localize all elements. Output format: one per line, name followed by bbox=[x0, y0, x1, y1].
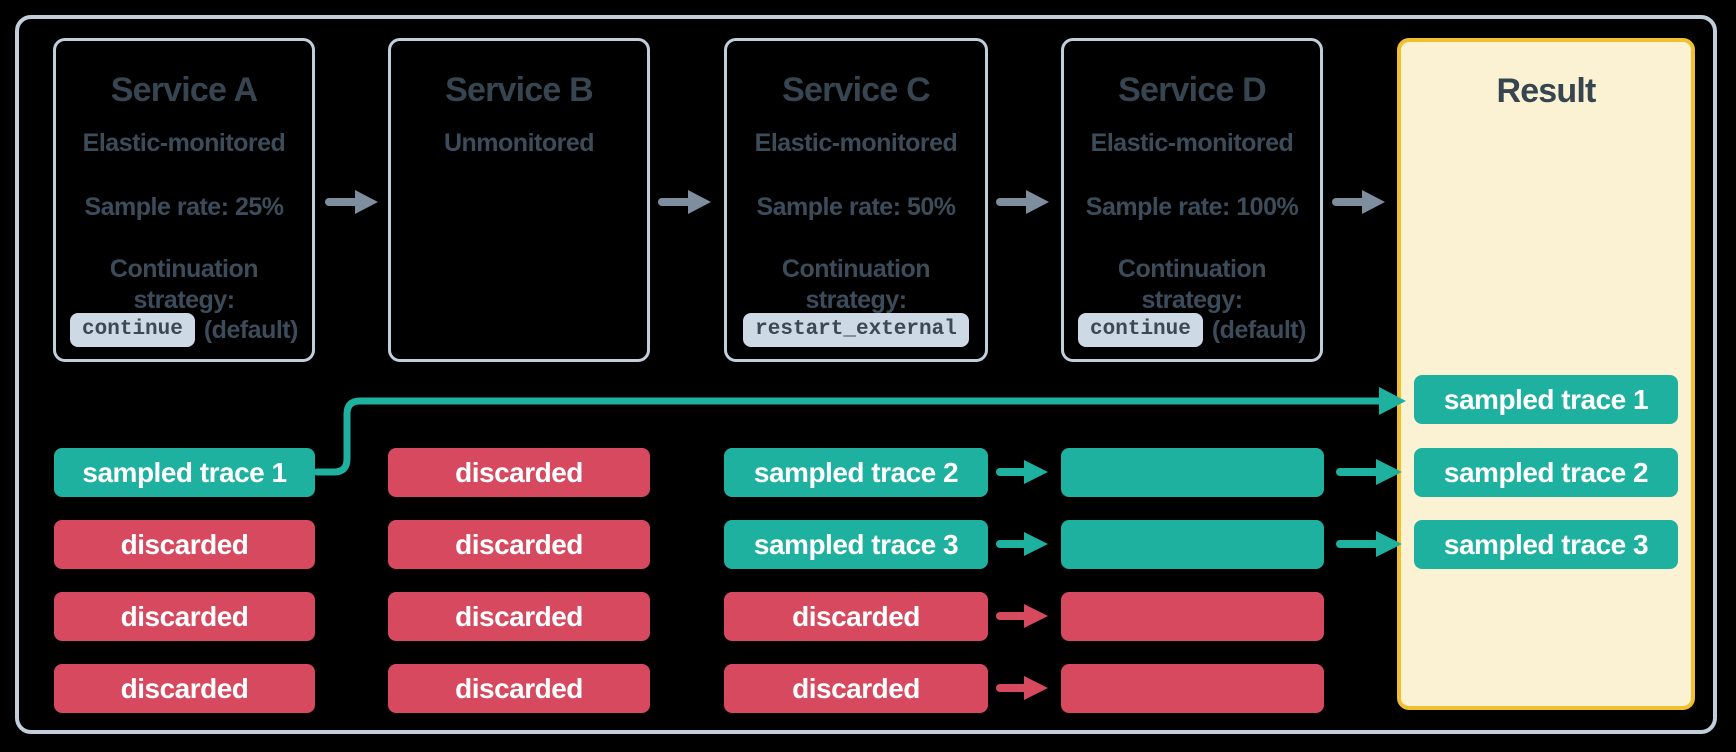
continuation-line-2: strategy: bbox=[805, 286, 907, 314]
continuation-line-1: Continuation bbox=[781, 255, 931, 283]
continuation-line-2: strategy: bbox=[1141, 286, 1243, 314]
service-a-sample-rate: Sample rate: 25% bbox=[84, 193, 284, 221]
service-d-strategy-code-chip: continue bbox=[1078, 313, 1203, 347]
service-d-strategy-note: (default) bbox=[1211, 315, 1307, 344]
service-a-title: Service A bbox=[110, 71, 258, 109]
service-c-sample-rate: Sample rate: 50% bbox=[756, 193, 956, 221]
service-a-strategy-code-chip: continue bbox=[70, 313, 195, 347]
service-b-title: Service B bbox=[445, 71, 594, 109]
continuation-line-1: Continuation bbox=[109, 255, 259, 283]
result-title: Result bbox=[1496, 72, 1596, 110]
trace-pill-d-1-unlabeled bbox=[1061, 448, 1324, 497]
result-pill-2: sampled trace 2 bbox=[1414, 448, 1678, 497]
continuation-line-2: strategy: bbox=[133, 286, 235, 314]
trace-pill-d-2-unlabeled bbox=[1061, 520, 1324, 569]
trace-pill-a-2: discarded bbox=[54, 520, 315, 569]
trace-pill-a-4: discarded bbox=[54, 664, 315, 713]
trace-pill-c-3: discarded bbox=[724, 592, 988, 641]
trace-pill-a-1: sampled trace 1 bbox=[54, 448, 315, 497]
service-d-strategy-row: continue (default) bbox=[1064, 312, 1320, 348]
trace-pill-b-3: discarded bbox=[388, 592, 650, 641]
service-c-title: Service C bbox=[782, 71, 931, 109]
service-a-strategy-note: (default) bbox=[203, 315, 299, 344]
trace-pill-c-2: sampled trace 3 bbox=[724, 520, 988, 569]
outer-frame bbox=[15, 15, 1717, 734]
service-d-subtitle: Elastic-monitored bbox=[1090, 129, 1294, 157]
service-c-strategy-code-chip: restart_external bbox=[743, 313, 969, 347]
service-d-sample-rate: Sample rate: 100% bbox=[1085, 193, 1299, 221]
service-b-subtitle: Unmonitored bbox=[443, 129, 595, 157]
trace-pill-b-4: discarded bbox=[388, 664, 650, 713]
result-box: Result bbox=[1397, 38, 1695, 710]
service-a-box: Service A Elastic-monitored Sample rate:… bbox=[53, 38, 315, 362]
result-pill-1: sampled trace 1 bbox=[1414, 375, 1678, 424]
result-pill-3: sampled trace 3 bbox=[1414, 520, 1678, 569]
service-c-box: Service C Elastic-monitored Sample rate:… bbox=[724, 38, 988, 362]
continuation-line-1: Continuation bbox=[1117, 255, 1267, 283]
trace-pill-a-3: discarded bbox=[54, 592, 315, 641]
service-a-subtitle: Elastic-monitored bbox=[82, 129, 286, 157]
service-a-continuation-label: Continuation strategy: bbox=[56, 254, 312, 316]
service-a-strategy-row: continue (default) bbox=[56, 312, 312, 348]
service-b-box: Service B Unmonitored bbox=[388, 38, 650, 362]
service-d-box: Service D Elastic-monitored Sample rate:… bbox=[1061, 38, 1323, 362]
service-c-strategy-row: restart_external bbox=[727, 312, 985, 348]
trace-pill-b-1: discarded bbox=[388, 448, 650, 497]
trace-pill-b-2: discarded bbox=[388, 520, 650, 569]
service-d-continuation-label: Continuation strategy: bbox=[1064, 254, 1320, 316]
trace-pill-c-4: discarded bbox=[724, 664, 988, 713]
trace-pill-c-1: sampled trace 2 bbox=[724, 448, 988, 497]
trace-pill-d-3-unlabeled bbox=[1061, 592, 1324, 641]
service-c-subtitle: Elastic-monitored bbox=[754, 129, 958, 157]
service-c-continuation-label: Continuation strategy: bbox=[727, 254, 985, 316]
trace-pill-d-4-unlabeled bbox=[1061, 664, 1324, 713]
service-d-title: Service D bbox=[1118, 71, 1267, 109]
